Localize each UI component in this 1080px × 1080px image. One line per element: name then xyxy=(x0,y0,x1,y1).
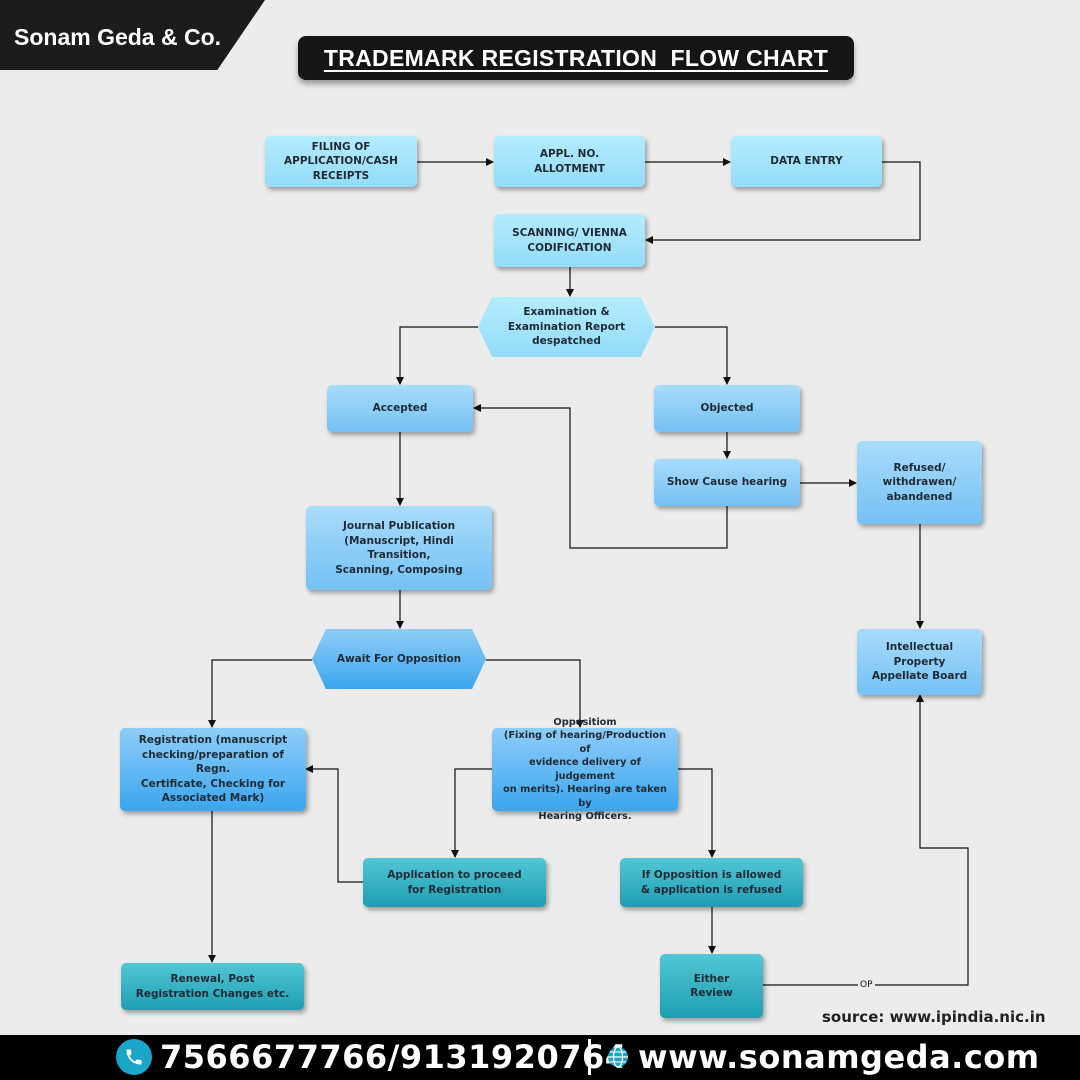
node-ipab: Intellectual Property Appellate Board xyxy=(857,629,982,695)
node-accepted: Accepted xyxy=(327,385,473,432)
title-bar: TRADEMARK REGISTRATION FLOW CHART xyxy=(298,36,854,80)
node-registration: Registration (manuscript checking/prepar… xyxy=(120,728,306,811)
phone-icon xyxy=(116,1039,152,1075)
edge-exam-to-objected xyxy=(655,326,731,385)
node-renewal: Renewal, Post Registration Changes etc. xyxy=(121,963,304,1010)
edge-proceed-to-registration xyxy=(305,765,363,883)
node-examination: Examination & Examination Report despatc… xyxy=(478,297,655,357)
brand-tag: Sonam Geda & Co. xyxy=(0,0,265,70)
edge-label-op: OP xyxy=(858,980,875,990)
page-title: TRADEMARK REGISTRATION FLOW CHART xyxy=(323,44,829,71)
edge-await-to-registration xyxy=(208,659,312,728)
node-journal: Journal Publication (Manuscript, Hindi T… xyxy=(306,506,492,590)
node-proceed-registration: Application to proceed for Registration xyxy=(363,858,546,907)
edge-opposition-to-allowed xyxy=(678,768,716,858)
node-scanning: SCANNING/ VIENNA CODIFICATION xyxy=(494,214,645,267)
edge-review-to-ipab xyxy=(763,694,969,986)
node-filing: FILING OF APPLICATION/CASH RECEIPTS xyxy=(265,136,417,187)
node-opposition: Oppositiom (Fixing of hearing/Production… xyxy=(492,717,678,822)
node-refused: Refused/ withdrawen/ abandened xyxy=(857,441,982,524)
node-await-opposition: Await For Opposition xyxy=(312,629,486,689)
footer-website[interactable]: www.sonamgeda.com xyxy=(638,1038,1040,1076)
node-show-cause: Show Cause hearing xyxy=(654,459,800,506)
node-data-entry: DATA ENTRY xyxy=(731,136,882,187)
source-credit: source: www.ipindia.nic.in xyxy=(822,1008,1046,1026)
node-review: Either Review xyxy=(660,954,763,1018)
node-objected: Objected xyxy=(654,385,800,432)
edge-exam-to-accepted xyxy=(396,326,478,385)
edge-showcause-to-accepted xyxy=(473,404,728,549)
edge-opposition-to-proceed xyxy=(451,768,492,858)
footer-bar: 7566677766/9131920764 www.sonamgeda.com xyxy=(0,1035,1080,1080)
node-appl-allotment: APPL. NO. ALLOTMENT xyxy=(494,136,645,187)
edge-dataentry-to-scanning xyxy=(645,161,921,244)
edge-await-to-opposition xyxy=(486,659,584,728)
brand-name: Sonam Geda & Co. xyxy=(14,24,222,50)
node-opposition-allowed: If Opposition is allowed & application i… xyxy=(620,858,803,907)
footer-divider xyxy=(588,1039,591,1075)
footer-phone[interactable]: 7566677766/9131920764 xyxy=(160,1038,628,1076)
globe-icon xyxy=(608,1046,628,1068)
